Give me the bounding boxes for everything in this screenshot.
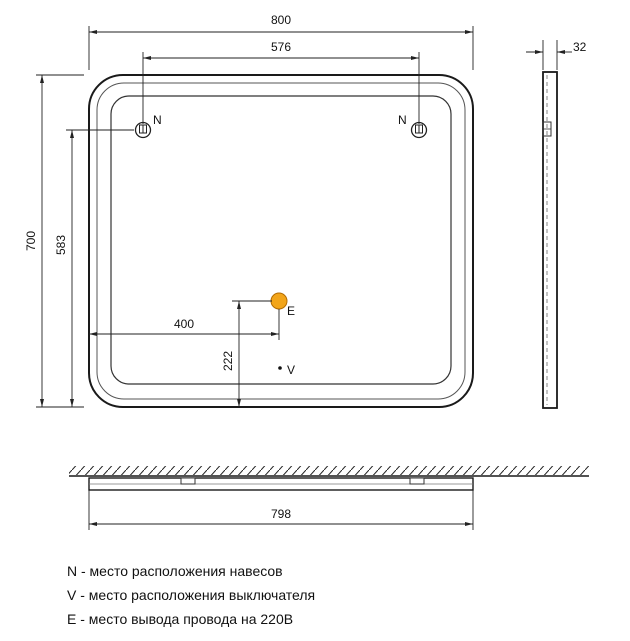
dim-bottom-width-label: 798 bbox=[271, 507, 291, 521]
wire-outlet: E bbox=[270, 292, 295, 318]
dim-e-offset-y bbox=[232, 300, 272, 407]
mirror-edge-line bbox=[96, 82, 466, 400]
dim-inner-height-label: 583 bbox=[54, 235, 68, 255]
dim-width-label: 800 bbox=[271, 13, 291, 27]
legend-n: N - место расположения навесов bbox=[67, 563, 283, 579]
hanger-icon bbox=[134, 121, 152, 139]
mirror-light-strip bbox=[110, 95, 452, 385]
mirror-side-view bbox=[542, 71, 558, 409]
mirror-top-view bbox=[69, 466, 589, 491]
mirror-front-view bbox=[88, 74, 474, 408]
switch-dot-icon bbox=[278, 366, 282, 370]
switch-label: V bbox=[287, 363, 295, 377]
dim-depth-label: 32 bbox=[573, 40, 587, 54]
wire-outlet-icon bbox=[270, 292, 288, 310]
legend-v: V - место расположения выключателя bbox=[67, 587, 316, 603]
switch-location: V bbox=[278, 363, 295, 377]
dim-depth bbox=[526, 40, 572, 70]
top-hanger-left-icon bbox=[180, 477, 196, 485]
dim-height-label: 700 bbox=[24, 231, 38, 251]
hanger-right: N bbox=[398, 113, 428, 139]
legend: N - место расположения навесов V - место… bbox=[67, 559, 607, 631]
dim-inner-height bbox=[66, 129, 134, 408]
dim-inner-width-label: 576 bbox=[271, 40, 291, 54]
dim-bottom-width bbox=[88, 490, 474, 530]
dim-e-offset-x bbox=[89, 309, 280, 340]
wire-outlet-label: E bbox=[287, 304, 295, 318]
hanger-icon bbox=[410, 121, 428, 139]
hanger-left-label: N bbox=[153, 113, 162, 127]
wall-hatching bbox=[69, 466, 589, 475]
dim-e-offset-x-label: 400 bbox=[174, 317, 194, 331]
hanger-left: N bbox=[134, 113, 162, 139]
dim-e-offset-y-label: 222 bbox=[221, 351, 235, 371]
legend-e: E - место вывода провода на 220В bbox=[67, 611, 294, 627]
hanger-right-label: N bbox=[398, 113, 407, 127]
mirror-outer-frame bbox=[88, 74, 474, 408]
dim-width bbox=[88, 26, 474, 70]
top-hanger-right-icon bbox=[409, 477, 425, 485]
side-profile bbox=[542, 71, 558, 409]
dim-inner-width bbox=[142, 52, 420, 124]
